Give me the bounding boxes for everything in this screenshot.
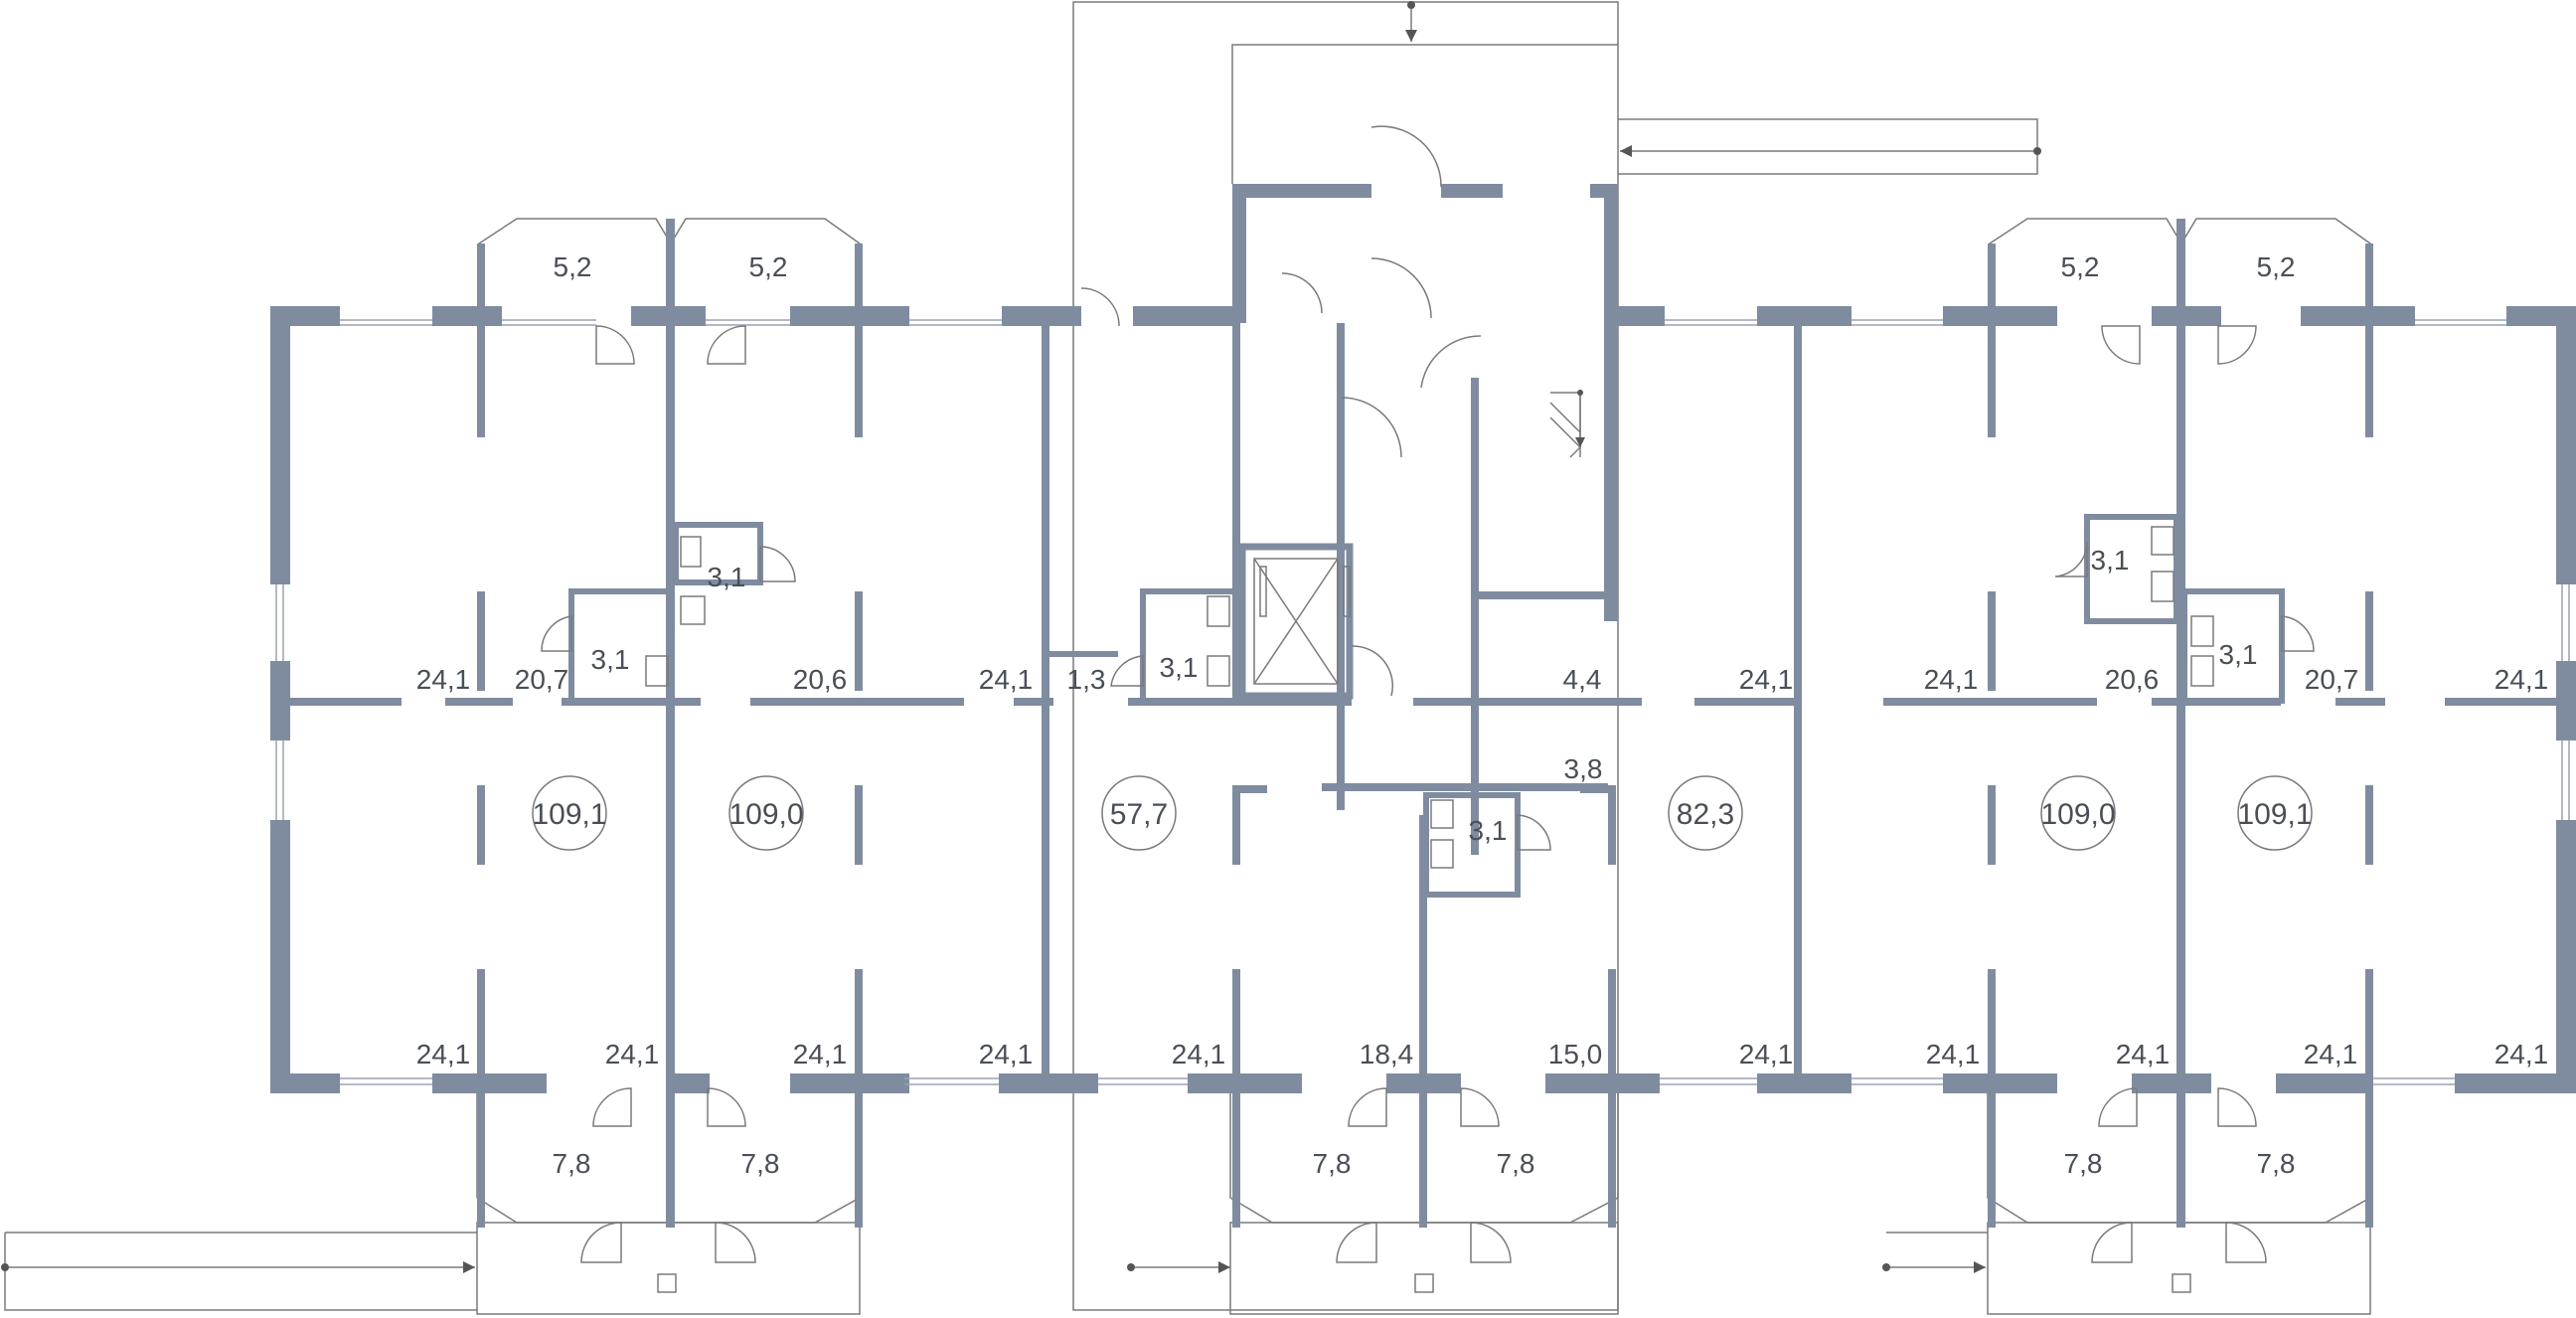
area-label: 24,1 — [1172, 1039, 1226, 1070]
elevator-shaft — [1238, 543, 1354, 700]
area-label: 24,1 — [793, 1039, 848, 1070]
area-label: 5,2 — [554, 251, 592, 282]
area-label: 5,2 — [2061, 251, 2100, 282]
apartment-total-area: 57,7 — [1110, 798, 1168, 831]
doors — [541, 125, 2315, 1263]
area-label: 3,1 — [1469, 815, 1508, 846]
area-label: 5,2 — [749, 251, 788, 282]
area-label: 7,8 — [553, 1148, 591, 1179]
area-label: 24,1 — [1926, 1039, 1981, 1070]
apartment-total-area: 109,0 — [728, 798, 803, 831]
area-label: 3,1 — [2091, 545, 2130, 576]
area-label: 24,1 — [1739, 664, 1794, 695]
area-label: 3,1 — [591, 644, 630, 675]
area-label: 24,1 — [2495, 1039, 2549, 1070]
windows — [275, 319, 2570, 1085]
area-label: 24,1 — [2495, 664, 2549, 695]
plumbing-fixtures — [645, 526, 2214, 869]
area-label: 7,8 — [2257, 1148, 2296, 1179]
area-label: 24,1 — [979, 1039, 1034, 1070]
area-label: 20,6 — [793, 664, 848, 695]
area-label: 20,6 — [2105, 664, 2160, 695]
area-label: 3,1 — [2219, 639, 2258, 670]
apartment-total-area: 109,1 — [2237, 798, 2312, 831]
area-label: 7,8 — [1313, 1148, 1352, 1179]
area-label: 4,4 — [1563, 664, 1602, 695]
area-label: 15,0 — [1548, 1039, 1603, 1070]
area-label: 20,7 — [2305, 664, 2359, 695]
area-label: 24,1 — [979, 664, 1034, 695]
room-area-labels: 5,2 5,2 5,2 5,2 3,1 3,1 3,1 3,1 3,1 3,1 … — [416, 251, 2549, 1179]
area-label: 7,8 — [2064, 1148, 2103, 1179]
apartment-total-area: 109,1 — [532, 798, 606, 831]
area-label: 24,1 — [416, 664, 471, 695]
area-label: 24,1 — [2116, 1039, 2171, 1070]
area-label: 24,1 — [416, 1039, 471, 1070]
area-label: 5,2 — [2257, 251, 2296, 282]
area-label: 18,4 — [1360, 1039, 1414, 1070]
area-label: 20,7 — [515, 664, 569, 695]
staircase — [1549, 390, 1585, 458]
site-lines — [4, 1, 2038, 1311]
area-label: 24,1 — [605, 1039, 660, 1070]
area-label: 3,8 — [1564, 753, 1603, 784]
area-label: 3,1 — [1160, 652, 1199, 683]
area-label: 3,1 — [708, 562, 746, 592]
apartment-totals: 109,1 109,0 57,7 82,3 109,0 109,1 — [532, 775, 2313, 851]
area-label: 24,1 — [1739, 1039, 1794, 1070]
apartment-total-area: 82,3 — [1677, 798, 1734, 831]
area-label: 7,8 — [1497, 1148, 1535, 1179]
area-label: 7,8 — [741, 1148, 780, 1179]
area-label: 24,1 — [1924, 664, 1979, 695]
interior-walls — [290, 219, 2556, 1228]
area-label: 24,1 — [2304, 1039, 2358, 1070]
area-label: 1,3 — [1067, 664, 1106, 695]
exterior-walls — [270, 184, 2576, 1093]
apartment-total-area: 109,0 — [2040, 798, 2115, 831]
